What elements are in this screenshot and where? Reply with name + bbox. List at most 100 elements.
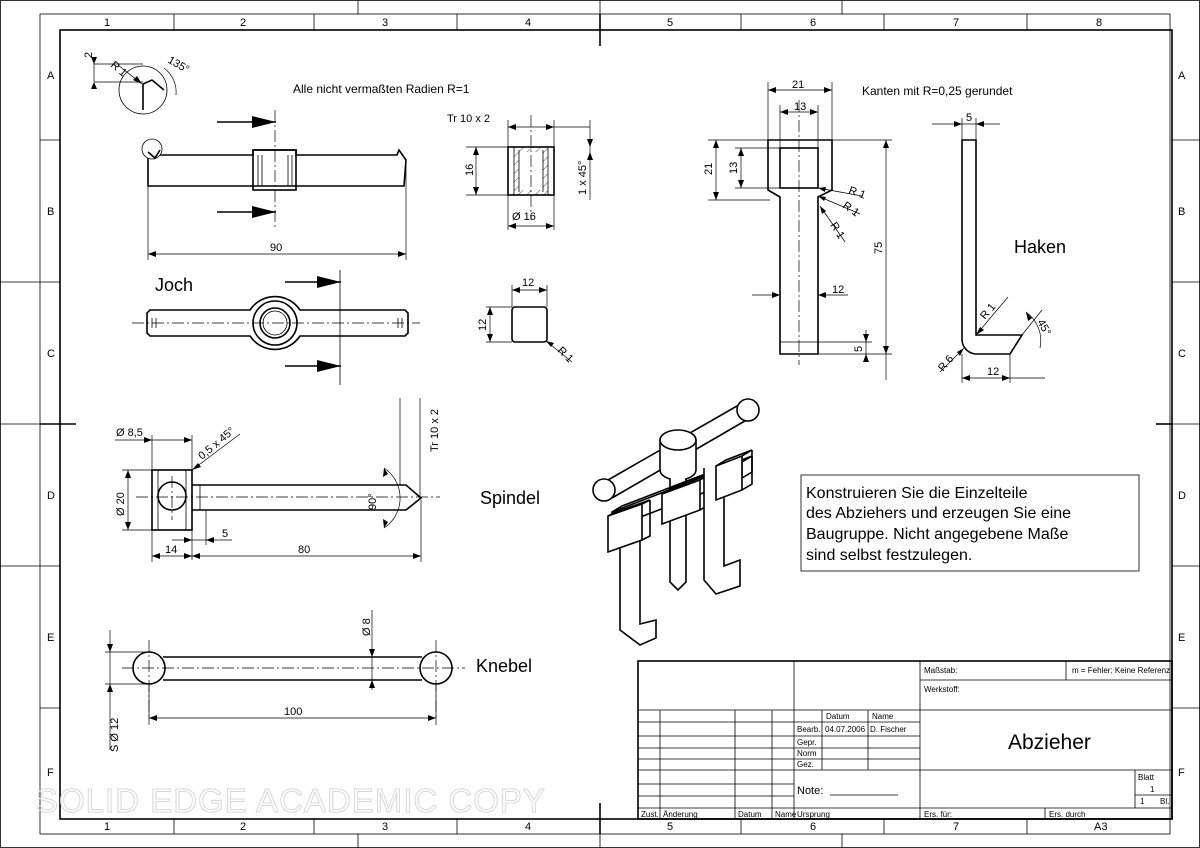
zone-row-d-right: D: [1178, 490, 1186, 502]
task-line-3: Baugruppe. Nicht angegebene Maße: [806, 526, 1069, 543]
dim-haken-21v: 21: [703, 163, 715, 175]
dim-haken2-45: 45°: [1034, 318, 1053, 338]
dim-haken2-12: 12: [987, 366, 999, 378]
dim-joch-12h: 12: [522, 277, 534, 289]
dim-haken-13h: 13: [794, 101, 806, 113]
dim-joch-r1: R 1: [555, 345, 576, 366]
tb-ursprung: Ursprung: [797, 810, 830, 819]
dim-kn-sd12: S Ø 12: [109, 718, 121, 752]
zone-col-3: 3: [382, 17, 388, 29]
tb-blatt: Blatt: [1138, 773, 1155, 782]
zone-col-1: 1: [104, 17, 110, 29]
tb-datum2: Datum: [738, 810, 762, 819]
zone-col-5: 5: [667, 17, 673, 29]
assembly-isometric-view: [592, 398, 760, 646]
zone-row-d: D: [47, 490, 55, 502]
zone-row-a: A: [47, 70, 55, 82]
dim-haken-13v: 13: [728, 162, 740, 174]
zone-row-e-right: E: [1178, 632, 1185, 644]
tb-massstab-value: m = Fehler: Keine Referenz: [1072, 666, 1170, 675]
dim-joch-90: 90: [270, 242, 282, 254]
dim-sp-5: 5: [222, 528, 228, 540]
dim-joch-12v: 12: [477, 319, 489, 331]
dim-sp-80: 80: [298, 544, 310, 556]
zone-col-5-bottom: 5: [667, 821, 673, 833]
tb-name: Name: [872, 712, 894, 721]
dim-joch-d16: Ø 16: [512, 211, 536, 223]
zone-row-c: C: [47, 348, 55, 360]
task-line-2: des Abziehers und erzeugen Sie eine: [806, 505, 1071, 522]
title-block: Maßstab: m = Fehler: Keine Referenz Werk…: [637, 660, 1173, 833]
zone-col-8: 8: [1096, 17, 1102, 29]
zone-row-e: E: [47, 632, 54, 644]
zone-col-4-bottom: 4: [525, 821, 531, 833]
tb-gez: Gez.: [797, 760, 814, 769]
dim-haken-r1a: R 1: [847, 185, 867, 202]
zone-row-b-right: B: [1178, 206, 1185, 218]
tb-ers-fuer: Ers. für:: [924, 810, 952, 819]
dim-haken2-r6: R 6: [936, 353, 956, 374]
haken-part: 21 13 21 13 R 1 R 1 R 1 75: [703, 79, 1066, 383]
zone-row-a-right: A: [1178, 70, 1186, 82]
zone-col-1-bottom: 1: [104, 821, 110, 833]
tb-massstab: Maßstab:: [924, 666, 957, 675]
task-line-4: sind selbst festzulegen.: [806, 547, 972, 564]
tb-datum: Datum: [826, 712, 850, 721]
tb-bearb: Bearb.: [797, 725, 821, 734]
joch-part: 90 Joch Tr 10 x 2: [132, 110, 593, 385]
zone-row-b: B: [47, 206, 54, 218]
tb-zust: Zust.: [641, 810, 659, 819]
task-description-box: Konstruieren Sie die Einzelteile des Abz…: [800, 474, 1140, 572]
tb-gepr: Gepr.: [797, 738, 817, 747]
watermark: SOLID EDGE ACADEMIC COPY: [36, 782, 546, 819]
tb-format: A3: [1094, 821, 1107, 833]
dim-haken-12: 12: [832, 284, 844, 296]
zone-row-c-right: C: [1178, 348, 1186, 360]
dim-sp-14: 14: [165, 544, 177, 556]
dim-sp-thread: Tr 10 x 2: [429, 409, 441, 452]
dim-joch-thread: Tr 10 x 2: [447, 113, 490, 125]
dim-haken-21h: 21: [792, 79, 804, 91]
dim-haken-75: 75: [873, 242, 885, 254]
tb-norm: Norm: [797, 749, 817, 758]
task-line-1: Konstruieren Sie die Einzelteile: [806, 485, 1028, 502]
zone-row-f: F: [47, 767, 54, 779]
dim-sp-d85: Ø 8,5: [116, 427, 143, 439]
zone-col-6: 6: [810, 17, 816, 29]
zone-col-7: 7: [953, 17, 959, 29]
tb-name2: Name: [775, 810, 797, 819]
tb-bearb-date: 04.07.2006: [825, 725, 866, 734]
zone-row-f-right: F: [1178, 767, 1185, 779]
dim-haken2-r1: R 1: [978, 301, 998, 322]
dim-kn-100: 100: [284, 706, 302, 718]
zone-col-3-bottom: 3: [382, 821, 388, 833]
dim-haken2-5: 5: [966, 112, 972, 124]
dim-haken-r1b: R 1: [840, 200, 861, 220]
tb-werkstoff: Werkstoff:: [924, 685, 960, 694]
note-edges: Kanten mit R=0,25 gerundet: [862, 84, 1013, 98]
part-label-haken: Haken: [1014, 237, 1066, 257]
dim-detail-r1: R 1: [108, 59, 129, 79]
zone-col-2-bottom: 2: [240, 821, 246, 833]
detail-view: 2 R 1 135°: [83, 52, 191, 115]
knebel-part: Ø 8 S Ø 12 100 Knebel: [105, 610, 532, 752]
part-label-joch: Joch: [155, 275, 193, 295]
dim-detail-2: 2: [83, 52, 95, 58]
dim-haken-r1c: R 1: [827, 220, 846, 241]
tb-ers-durch: Ers. durch: [1049, 810, 1085, 819]
dim-joch-chamfer: 1 x 45°: [577, 161, 589, 195]
spindel-part: Tr 10 x 2 90° Ø 8,5 0,5 x 45° Ø 20 5: [115, 398, 540, 562]
tb-note: Note:: [797, 785, 823, 797]
dim-sp-90: 90°: [367, 493, 379, 510]
note-radii: Alle nicht vermaßten Radien R=1: [293, 82, 470, 96]
part-label-spindel: Spindel: [480, 488, 540, 508]
tb-blatt-nr: 1: [1150, 785, 1155, 794]
zone-col-6-bottom: 6: [810, 821, 816, 833]
tb-bearb-name: D. Fischer: [870, 725, 907, 734]
zone-col-7-bottom: 7: [953, 821, 959, 833]
zone-labels: 1 2 3 4 5 6 7 8 1 2 3 4 5 6 7 A B C D E …: [47, 17, 1186, 833]
tb-blatt-total: 1: [1140, 797, 1145, 806]
dim-kn-d8: Ø 8: [361, 618, 373, 636]
